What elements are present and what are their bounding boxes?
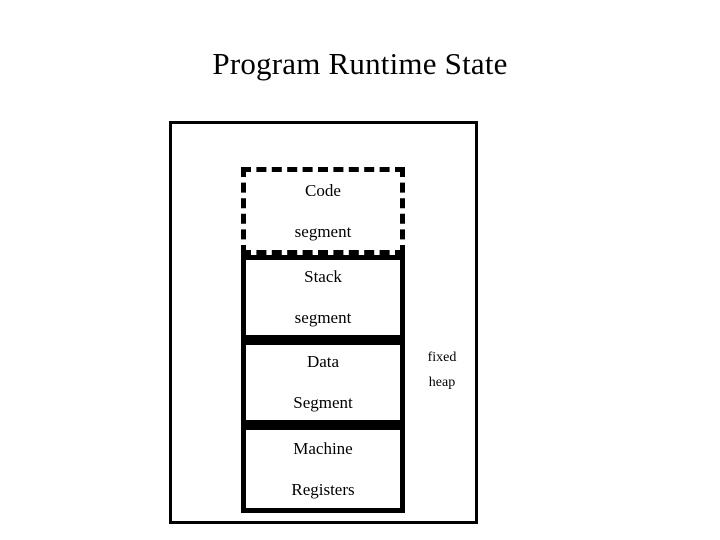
code-segment-label-line1: Code [305,180,341,200]
machine-registers-box[interactable]: Machine Registers [241,425,405,513]
code-segment-box[interactable]: Code segment [241,167,405,255]
fixed-heap-annotation-line2: heap [428,375,456,390]
stack-segment-label-line2: segment [294,308,352,327]
stack-segment-box[interactable]: Stack segment [241,255,405,340]
data-segment-label-line2: Segment [293,393,353,412]
data-segment-label-line1: Data [306,352,340,371]
code-segment-label-line2: segment [294,221,352,241]
fixed-heap-annotation: fixed heap [407,345,477,395]
page-title: Program Runtime State [212,46,508,81]
stack-segment-label-line1: Stack [304,267,342,286]
machine-registers-label-line2: Registers [291,479,355,499]
fixed-heap-annotation-line1: fixed [427,350,457,365]
machine-registers-label-line1: Machine [293,438,353,458]
data-segment-box[interactable]: Data Segment [241,340,405,425]
